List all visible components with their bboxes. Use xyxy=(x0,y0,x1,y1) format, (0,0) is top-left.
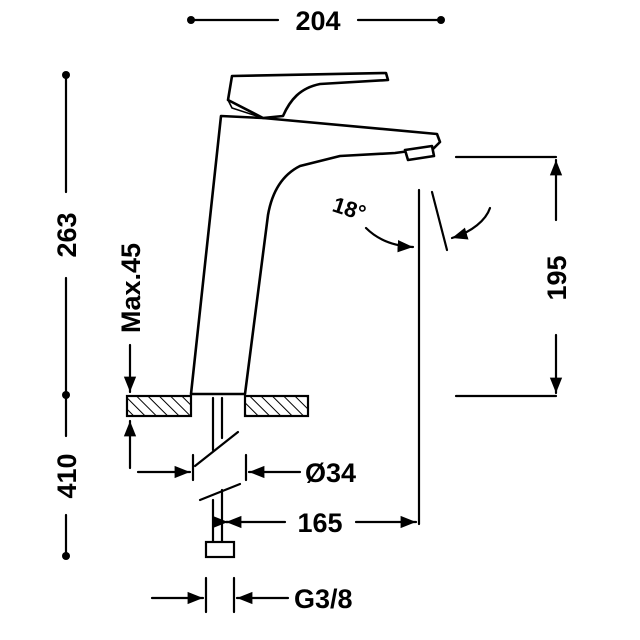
dim-label-connection: G3/8 xyxy=(294,584,353,614)
dim-label-width: 204 xyxy=(295,6,340,36)
dim-label-height-below: 410 xyxy=(52,453,82,498)
dimension-hole-diameter: Ø34 xyxy=(136,453,356,488)
dim-label-spout-reach: 165 xyxy=(297,508,342,538)
dim-label-hole-diameter: Ø34 xyxy=(305,458,356,488)
dimension-spout-height: 195 xyxy=(454,155,572,398)
dimension-width: 204 xyxy=(187,6,445,36)
angle-annotation: 18° xyxy=(330,188,492,526)
dim-label-max-thickness: Max.45 xyxy=(116,243,146,333)
dim-label-spout-height: 195 xyxy=(542,255,572,300)
faucet-body xyxy=(189,71,442,396)
angle-label: 18° xyxy=(330,192,369,226)
supply-pipe xyxy=(193,396,242,559)
dimension-connection: G3/8 xyxy=(150,576,353,614)
dimension-height-below: 410 xyxy=(52,393,82,560)
dimension-height-total: 263 xyxy=(52,71,82,399)
dimension-max-thickness: Max.45 xyxy=(116,243,146,470)
dim-label-height-total: 263 xyxy=(52,212,82,257)
countertop xyxy=(125,394,310,418)
dimension-spout-reach: 165 xyxy=(212,508,418,538)
